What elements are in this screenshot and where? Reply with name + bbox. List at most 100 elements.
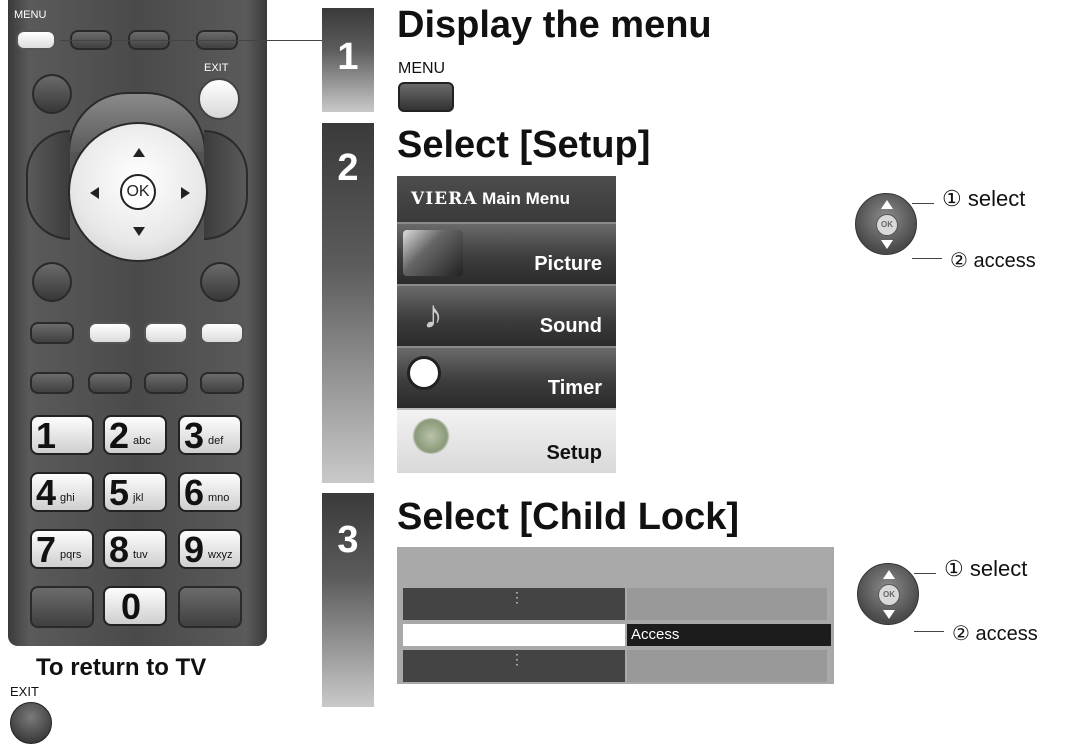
step-1-bar: 1 — [322, 8, 374, 112]
round-button-lower-right[interactable] — [200, 262, 240, 302]
letters-label: def — [208, 435, 224, 447]
viera-logo: VIERA — [411, 189, 478, 209]
arc-right[interactable] — [204, 130, 248, 240]
pad-access-label: ② access — [952, 623, 1038, 645]
dark-button-4[interactable] — [200, 372, 244, 394]
letters-label: ghi — [60, 492, 75, 504]
pad-up-arrow-icon — [883, 570, 895, 579]
ok-pad-step-2[interactable]: OK — [855, 193, 917, 255]
pad-ok-icon: OK — [876, 214, 898, 236]
pad-down-arrow-icon — [883, 610, 895, 619]
menu-item-label: Timer — [547, 377, 602, 399]
digit-label: 4 — [36, 472, 57, 513]
bottom-right-button[interactable] — [178, 586, 242, 628]
letters-label: jkl — [133, 492, 144, 504]
ok-pad-step-3[interactable]: OK — [857, 563, 919, 625]
row-2-left[interactable] — [403, 624, 625, 646]
letters-label: pqrs — [60, 549, 82, 561]
menu-item-sound[interactable]: ♪ Sound — [397, 284, 616, 346]
return-caption: To return to TV — [36, 654, 207, 681]
pad-ok-icon: OK — [878, 584, 900, 606]
pad-down-arrow-icon — [881, 240, 893, 249]
bottom-left-button[interactable] — [30, 586, 94, 628]
arrow-left-icon[interactable] — [90, 187, 99, 199]
pad-access-label: ② access — [950, 250, 1036, 272]
pad-up-arrow-icon — [881, 200, 893, 209]
row-3-divider: ⋮ — [510, 651, 524, 667]
pad-select-label: ① select — [944, 556, 1028, 581]
dark-button-3[interactable] — [144, 372, 188, 394]
step-1-heading: Display the menu — [397, 4, 712, 46]
arrow-right-icon[interactable] — [181, 187, 190, 199]
menu-item-setup[interactable]: Setup — [397, 408, 616, 473]
digit-label: 5 — [109, 472, 130, 513]
viera-main-menu: VIERA Main Menu Picture ♪ Sound Timer Se… — [397, 176, 616, 473]
digit-label: 2 — [109, 415, 130, 456]
menu-connector-line — [60, 40, 322, 41]
digit-label: 0 — [121, 586, 142, 627]
pad-access-line — [912, 258, 942, 259]
return-exit-button[interactable] — [10, 702, 52, 744]
dpad[interactable]: OK — [68, 122, 208, 262]
arrow-up-icon[interactable] — [133, 148, 145, 157]
menu-title-bar: VIERA Main Menu — [397, 176, 616, 222]
menu-label: MENU — [14, 9, 47, 21]
music-note-icon: ♪ — [423, 293, 443, 337]
pad-select-line — [914, 573, 936, 574]
menu-item-picture[interactable]: Picture — [397, 222, 616, 284]
dark-button-2[interactable] — [88, 372, 132, 394]
row-1-right[interactable] — [627, 588, 827, 620]
number-key-1[interactable]: 1 — [30, 415, 94, 456]
arc-left[interactable] — [26, 130, 70, 240]
exit-button[interactable] — [198, 78, 240, 120]
letters-label: abc — [133, 435, 151, 447]
step-2-number: 2 — [337, 147, 359, 189]
menu-button[interactable] — [16, 30, 56, 50]
ok-button[interactable]: OK — [120, 174, 156, 210]
digit-label: 8 — [109, 529, 130, 570]
step-1-menu-label: MENU — [398, 60, 446, 77]
pad-select-label: ① select — [942, 186, 1026, 211]
step-2-heading: Select [Setup] — [397, 124, 651, 166]
color-button-1[interactable] — [30, 322, 74, 344]
arrow-down-icon[interactable] — [133, 227, 145, 236]
menu-item-timer[interactable]: Timer — [397, 346, 616, 408]
clock-icon — [407, 356, 441, 390]
letters-label: wxyz — [208, 549, 233, 561]
row-3-left[interactable] — [403, 650, 625, 682]
number-key-0[interactable]: 0 — [103, 586, 167, 627]
menu-item-label: Picture — [534, 253, 602, 275]
dark-button-1[interactable] — [30, 372, 74, 394]
color-button-4[interactable] — [200, 322, 244, 344]
letters-label: tuv — [133, 549, 148, 561]
setup-icon — [411, 418, 451, 454]
digit-label: 7 — [36, 529, 57, 570]
color-button-2[interactable] — [88, 322, 132, 344]
row-2-right[interactable]: Access — [627, 624, 831, 646]
step-3-heading: Select [Child Lock] — [397, 496, 740, 538]
round-button-lower-left[interactable] — [32, 262, 72, 302]
menu-title: Main Menu — [482, 189, 570, 208]
return-exit-label: EXIT — [10, 684, 39, 699]
row-1-divider: ⋮ — [510, 589, 524, 605]
row-2-value: Access — [631, 626, 680, 643]
digit-label: 9 — [184, 529, 205, 570]
row-3-right[interactable] — [627, 650, 827, 682]
row-1-left[interactable] — [403, 588, 625, 620]
pad-access-line — [914, 631, 944, 632]
color-button-3[interactable] — [144, 322, 188, 344]
round-button-left[interactable] — [32, 74, 72, 114]
digit-label: 3 — [184, 415, 205, 456]
picture-icon — [403, 230, 463, 276]
child-lock-table: ⋮ Access ⋮ — [397, 547, 834, 684]
step-1-menu-button[interactable] — [398, 82, 454, 112]
digit-label: 1 — [36, 415, 57, 456]
